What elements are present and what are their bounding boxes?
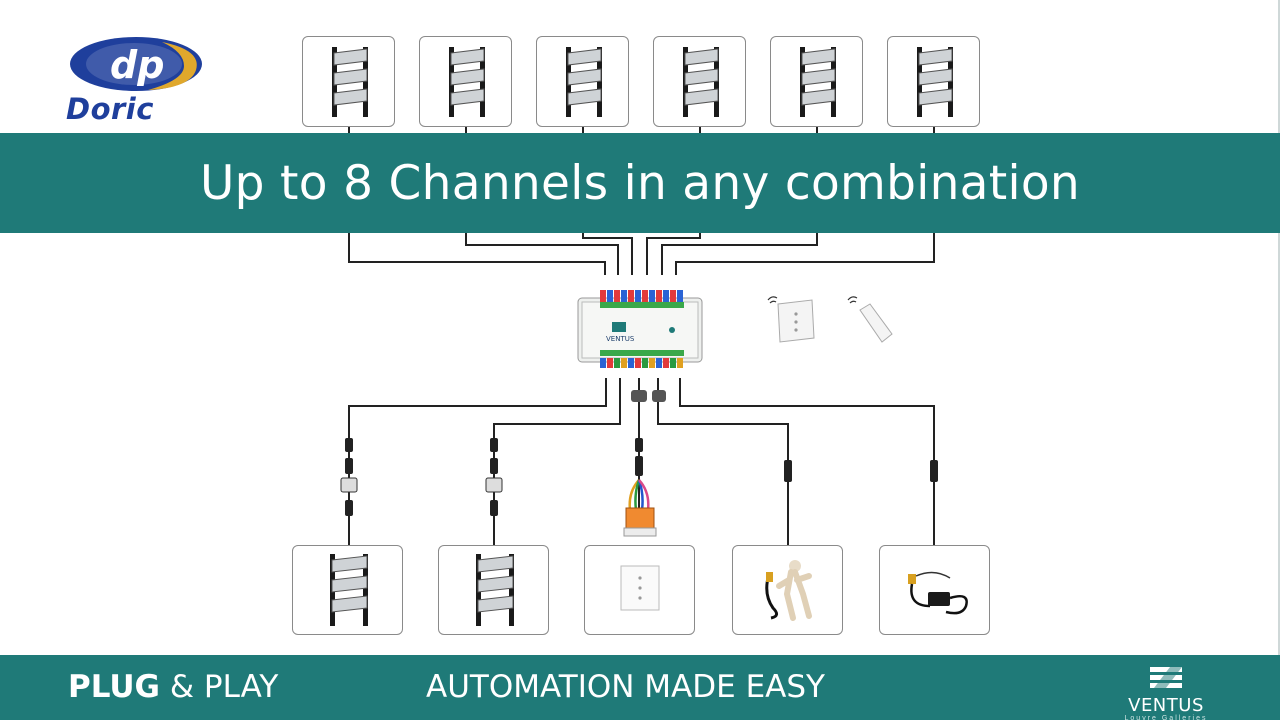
tag-rest: & PLAY xyxy=(169,669,279,705)
louvre-icon xyxy=(566,47,602,117)
footer-bar: PLUG & PLAY AUTOMATION MADE EASY VENTUS … xyxy=(0,655,1280,722)
louvre-icon xyxy=(917,47,953,117)
top-device-tile xyxy=(887,36,980,127)
tag-bold: PLUG xyxy=(68,669,160,705)
plug-and-play-tag: PLUG & PLAY xyxy=(68,669,278,705)
bottom-device-tile xyxy=(879,545,990,635)
bottom-device-tile xyxy=(584,545,695,635)
ventus-brand: VENTUS Louvre Galleries xyxy=(1116,665,1216,722)
banner-title: Up to 8 Channels in any combination xyxy=(199,155,1081,211)
svg-text:VENTUS: VENTUS xyxy=(606,335,635,343)
louvre-icon xyxy=(800,47,836,117)
logo-wordmark: Doric xyxy=(66,92,154,126)
louvre-icon xyxy=(330,554,368,626)
slogan: AUTOMATION MADE EASY xyxy=(426,669,825,705)
top-device-tile xyxy=(653,36,746,127)
top-device-tile xyxy=(536,36,629,127)
bottom-device-tile xyxy=(732,545,843,635)
brand-name: VENTUS xyxy=(1128,695,1204,716)
controller-module-icon: VENTUS xyxy=(577,290,703,368)
bottom-device-tile xyxy=(438,545,549,635)
handheld-remote-icon xyxy=(847,296,893,343)
wall-switch-icon xyxy=(620,565,660,611)
top-device-tile xyxy=(302,36,395,127)
top-device-tile xyxy=(419,36,512,127)
power-adapter-icon xyxy=(908,571,968,615)
sensor-figure-icon xyxy=(765,560,812,621)
louvre-icon xyxy=(476,554,514,626)
frame-edge xyxy=(1278,0,1280,720)
bottom-device-tile xyxy=(292,545,403,635)
louvre-icon xyxy=(683,47,719,117)
top-device-tile xyxy=(770,36,863,127)
dp-monogram-icon: dp xyxy=(70,37,202,91)
brand-subtitle: Louvre Galleries xyxy=(1124,715,1208,722)
ventus-logo-icon xyxy=(1150,667,1182,688)
louvre-icon xyxy=(332,47,368,117)
doric-logo: dp Doric xyxy=(66,36,206,128)
svg-text:dp: dp xyxy=(110,43,164,87)
louvre-icon xyxy=(449,47,485,117)
wall-switch-icon xyxy=(767,296,815,343)
title-banner: Up to 8 Channels in any combination xyxy=(0,133,1280,233)
controller-module: VENTUS xyxy=(576,288,704,370)
